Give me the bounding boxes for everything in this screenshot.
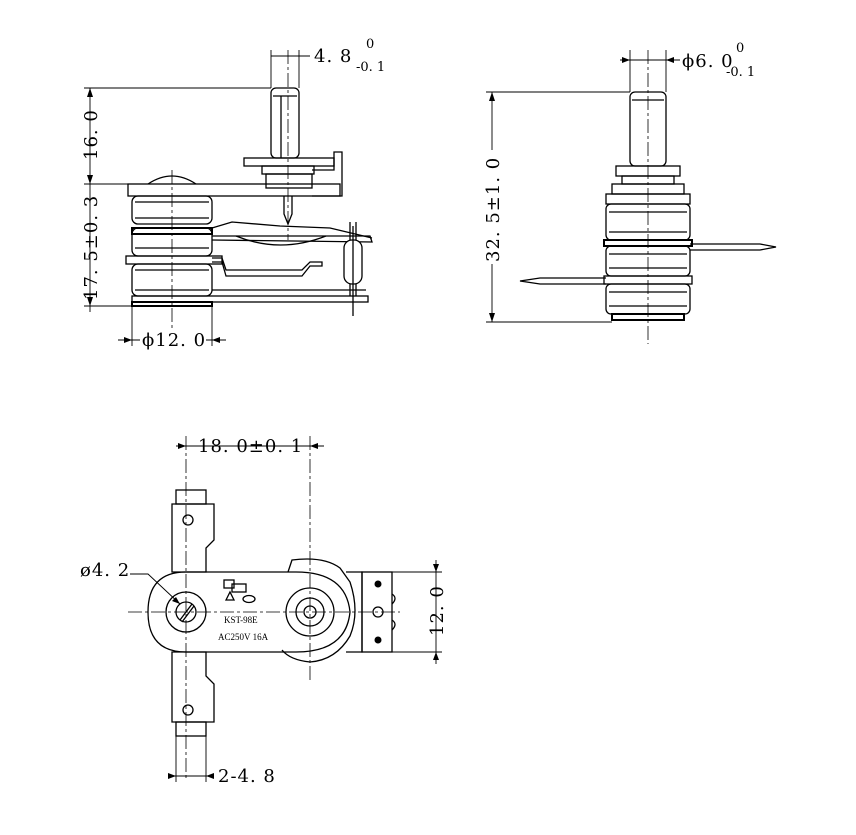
side-shaft-dim: 4. 8 0 -0. 1 [270, 37, 385, 88]
front-terminals [519, 243, 777, 285]
front-shaft-dim: ϕ6. 0 0 -0. 1 [620, 41, 755, 92]
side-shaft-length-dim: 16. 0 [81, 87, 271, 185]
top-view: KST-98E AC250V 16A 18. 0±0. 1 ø4. 2 12. … [80, 436, 448, 787]
side-body-height-text: 17. 5±0. 3 [81, 195, 102, 300]
top-center-distance-dim: 18. 0±0. 1 [176, 436, 324, 457]
side-shaft-dia-text: 4. 8 [314, 46, 352, 67]
top-width-dim: 12. 0 [392, 560, 448, 664]
top-width-text: 12. 0 [427, 585, 448, 636]
top-tab-width-dim: 2-4. 8 [168, 736, 276, 787]
top-center-distance-text: 18. 0±0. 1 [198, 436, 303, 457]
side-base-dia-dim: ϕ12. 0 [118, 306, 226, 351]
label-model: KST-98E [224, 615, 258, 625]
top-left-terminal [171, 489, 215, 737]
top-markings: KST-98E AC250V 16A [218, 579, 269, 642]
front-shaft-dia-text: ϕ6. 0 [682, 51, 734, 72]
front-shaft-tol-upper: 0 [736, 41, 744, 56]
front-body [603, 203, 693, 321]
front-shaft-tol-lower: -0. 1 [726, 65, 755, 80]
side-shaft [243, 87, 343, 226]
top-hole-dia-dim: ø4. 2 [80, 560, 181, 605]
front-view: ϕ6. 0 0 -0. 1 32. 5±1. 0 [478, 41, 777, 344]
side-shaft-length-text: 16. 0 [81, 109, 102, 160]
label-rating: AC250V 16A [218, 632, 269, 642]
top-hole-dia-text: ø4. 2 [80, 560, 130, 581]
front-height-text: 32. 5±1. 0 [483, 157, 504, 262]
top-tab-width-text: 2-4. 8 [218, 766, 276, 787]
top-right-connector [346, 571, 396, 653]
side-top-plate [127, 183, 341, 197]
side-shaft-tol-lower: -0. 1 [356, 60, 385, 75]
front-height-dim: 32. 5±1. 0 [478, 91, 630, 323]
side-shaft-tol-upper: 0 [366, 37, 374, 52]
side-contacts [211, 221, 373, 316]
side-base-dia-text: ϕ12. 0 [142, 330, 206, 351]
top-body-plate [147, 558, 356, 663]
side-body-height-dim: 17. 5±0. 3 [81, 184, 132, 312]
side-view: 4. 8 0 -0. 1 16. 0 17. 5±0. 3 [81, 37, 385, 351]
